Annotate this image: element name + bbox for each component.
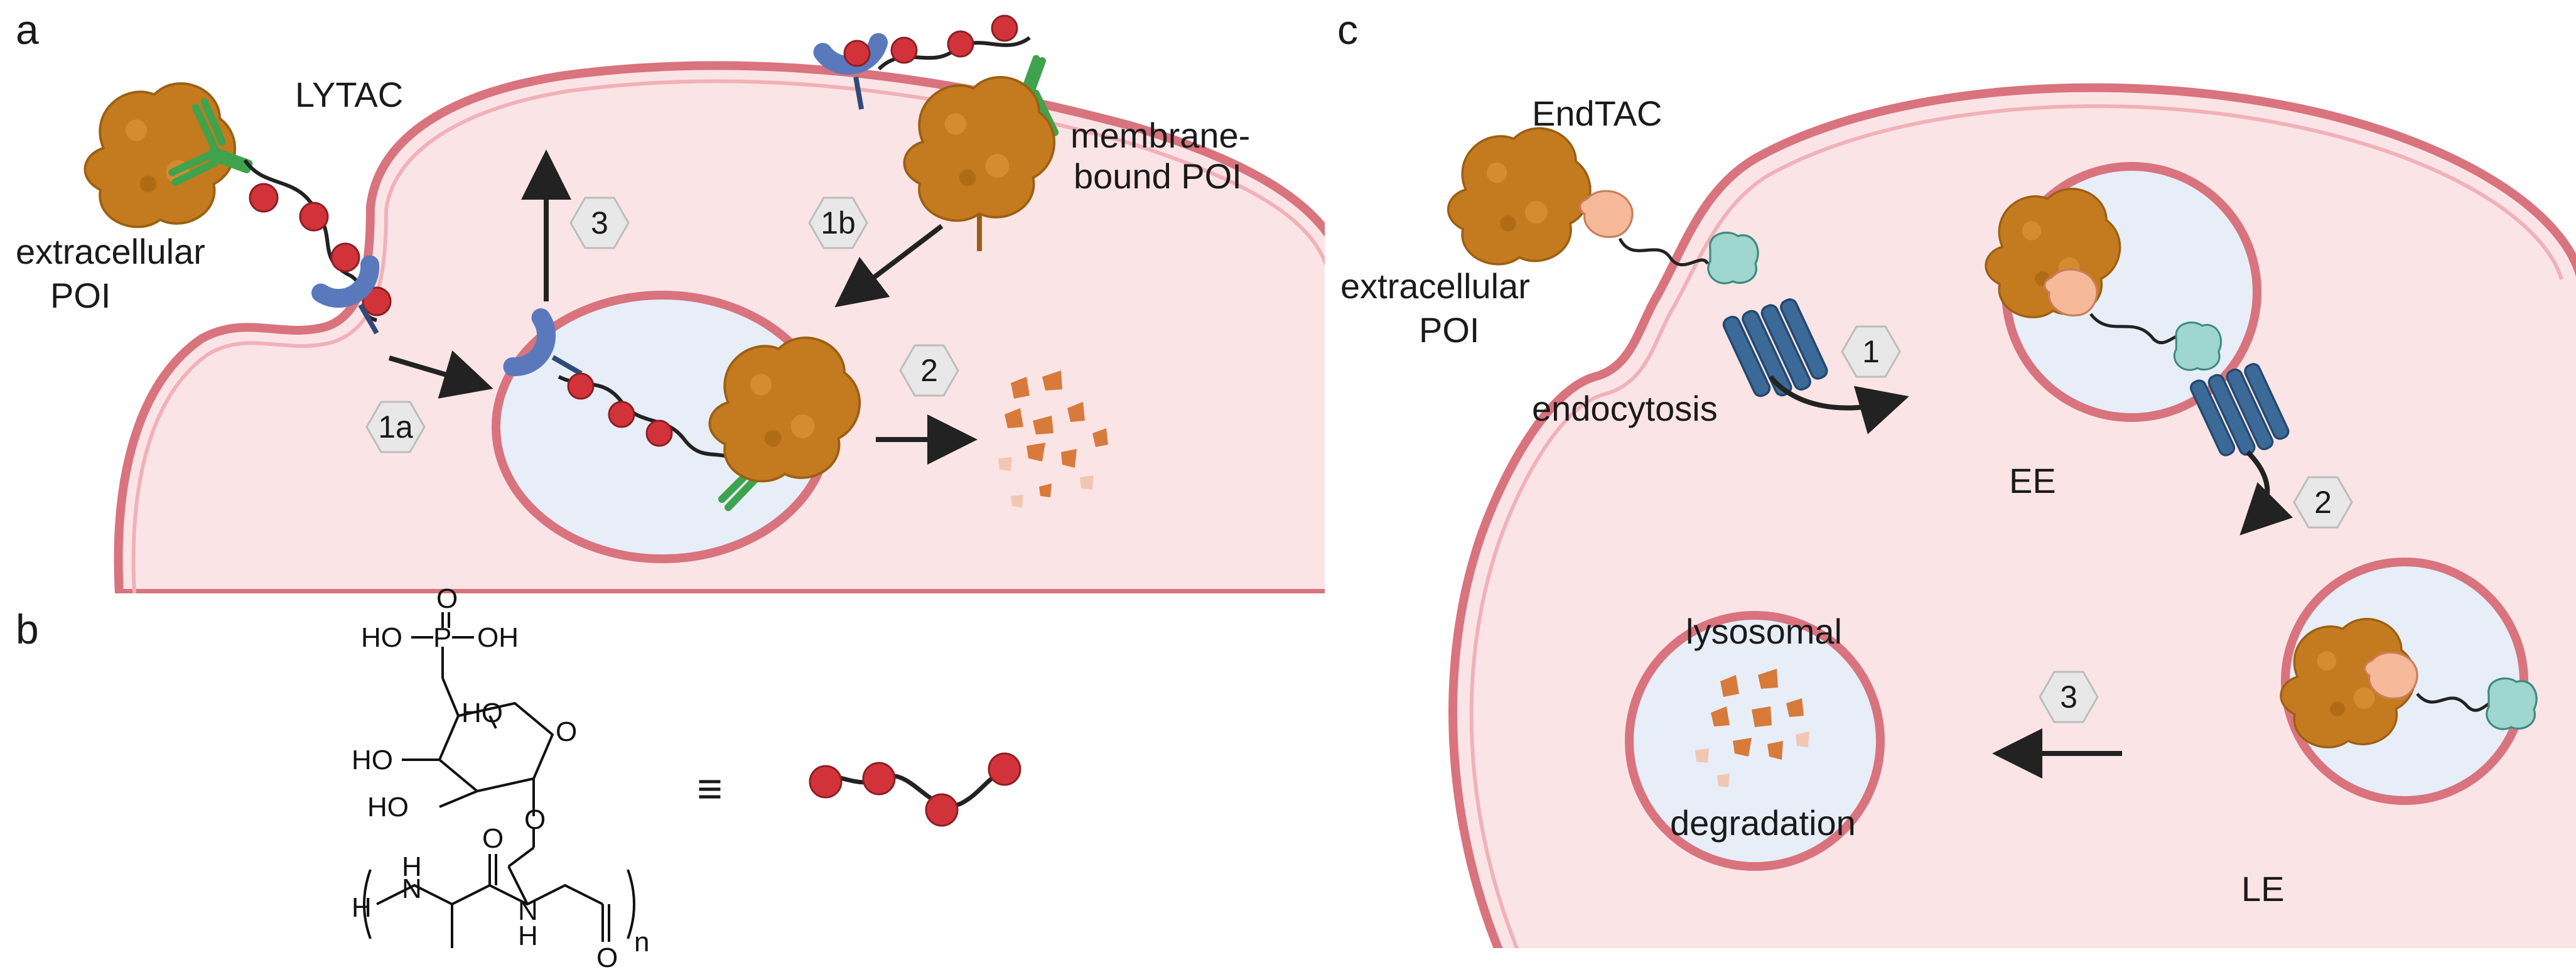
svg-text:n: n xyxy=(634,927,649,958)
label-poi-c: POI xyxy=(1419,310,1479,350)
svg-text:O: O xyxy=(436,583,458,614)
fragments-a xyxy=(998,370,1108,507)
vesicle-beads xyxy=(567,372,673,447)
label-poi-a: POI xyxy=(50,276,110,315)
lysosome xyxy=(1625,611,1885,871)
arrow-1a xyxy=(388,350,493,399)
label-membrane: membrane- xyxy=(1070,116,1250,155)
ligand-c xyxy=(1579,190,1634,239)
label-bound-poi: bound POI xyxy=(1074,156,1242,196)
label-lytac: LYTAC xyxy=(295,75,403,114)
fragments-c xyxy=(1695,669,1809,787)
chemical-structure xyxy=(363,612,635,948)
label-extracellular-c: extracellular xyxy=(1340,266,1530,306)
svg-text:HO: HO xyxy=(461,698,503,728)
panel-label-b: b xyxy=(16,606,39,652)
step-label-c2: 2 xyxy=(2314,485,2332,520)
svg-text:H: H xyxy=(402,851,422,882)
label-endtac: EndTAC xyxy=(1532,94,1662,133)
binder-ee xyxy=(2173,321,2223,371)
panel-a xyxy=(84,14,1325,593)
chem-labels: HO P OH O HO HO HO O O H H N N H O O n xyxy=(352,583,649,973)
svg-text:P: P xyxy=(433,622,451,653)
panel-c xyxy=(1448,83,2576,948)
svg-text:H: H xyxy=(352,892,372,923)
panel-label-c: c xyxy=(1337,6,1358,53)
svg-text:N: N xyxy=(518,895,538,926)
step-label-c1: 1 xyxy=(1862,334,1880,369)
binder-c xyxy=(1707,231,1759,284)
label-degradation: degradation xyxy=(1670,803,1856,843)
step-label-1b: 1b xyxy=(821,205,856,240)
svg-text:N: N xyxy=(402,873,422,904)
svg-text:HO: HO xyxy=(352,745,393,775)
label-endocytosis: endocytosis xyxy=(1532,389,1718,428)
label-lysosomal: lysosomal xyxy=(1686,612,1842,651)
svg-text:HO: HO xyxy=(361,622,402,653)
svg-text:OH: OH xyxy=(477,622,519,653)
lytac-beads-top xyxy=(843,14,1018,67)
arrow-c1 xyxy=(1768,375,1909,435)
step-label-1a: 1a xyxy=(378,409,413,445)
svg-text:O: O xyxy=(524,804,546,835)
arrow-1b xyxy=(834,224,944,308)
step-label-2a: 2 xyxy=(920,353,938,388)
arrow-c2 xyxy=(2239,450,2293,536)
binder-le xyxy=(2486,677,2538,730)
svg-text:HO: HO xyxy=(367,792,409,823)
lytac-beads xyxy=(249,183,392,316)
polymer-icon xyxy=(809,752,1021,827)
svg-text:O: O xyxy=(596,942,618,973)
panel-label-a: a xyxy=(16,6,39,53)
label-extracellular-a: extracellular xyxy=(16,232,205,271)
svg-text:O: O xyxy=(556,716,577,747)
label-ee: EE xyxy=(2009,461,2056,500)
svg-text:O: O xyxy=(482,823,504,854)
equivalence-sign: ≡ xyxy=(697,764,723,813)
step-label-c3: 3 xyxy=(2060,679,2078,715)
label-le: LE xyxy=(2241,869,2285,909)
poi-extracellular-c xyxy=(1447,127,1592,266)
svg-text:H: H xyxy=(518,920,538,951)
step-label-3a: 3 xyxy=(591,205,608,240)
